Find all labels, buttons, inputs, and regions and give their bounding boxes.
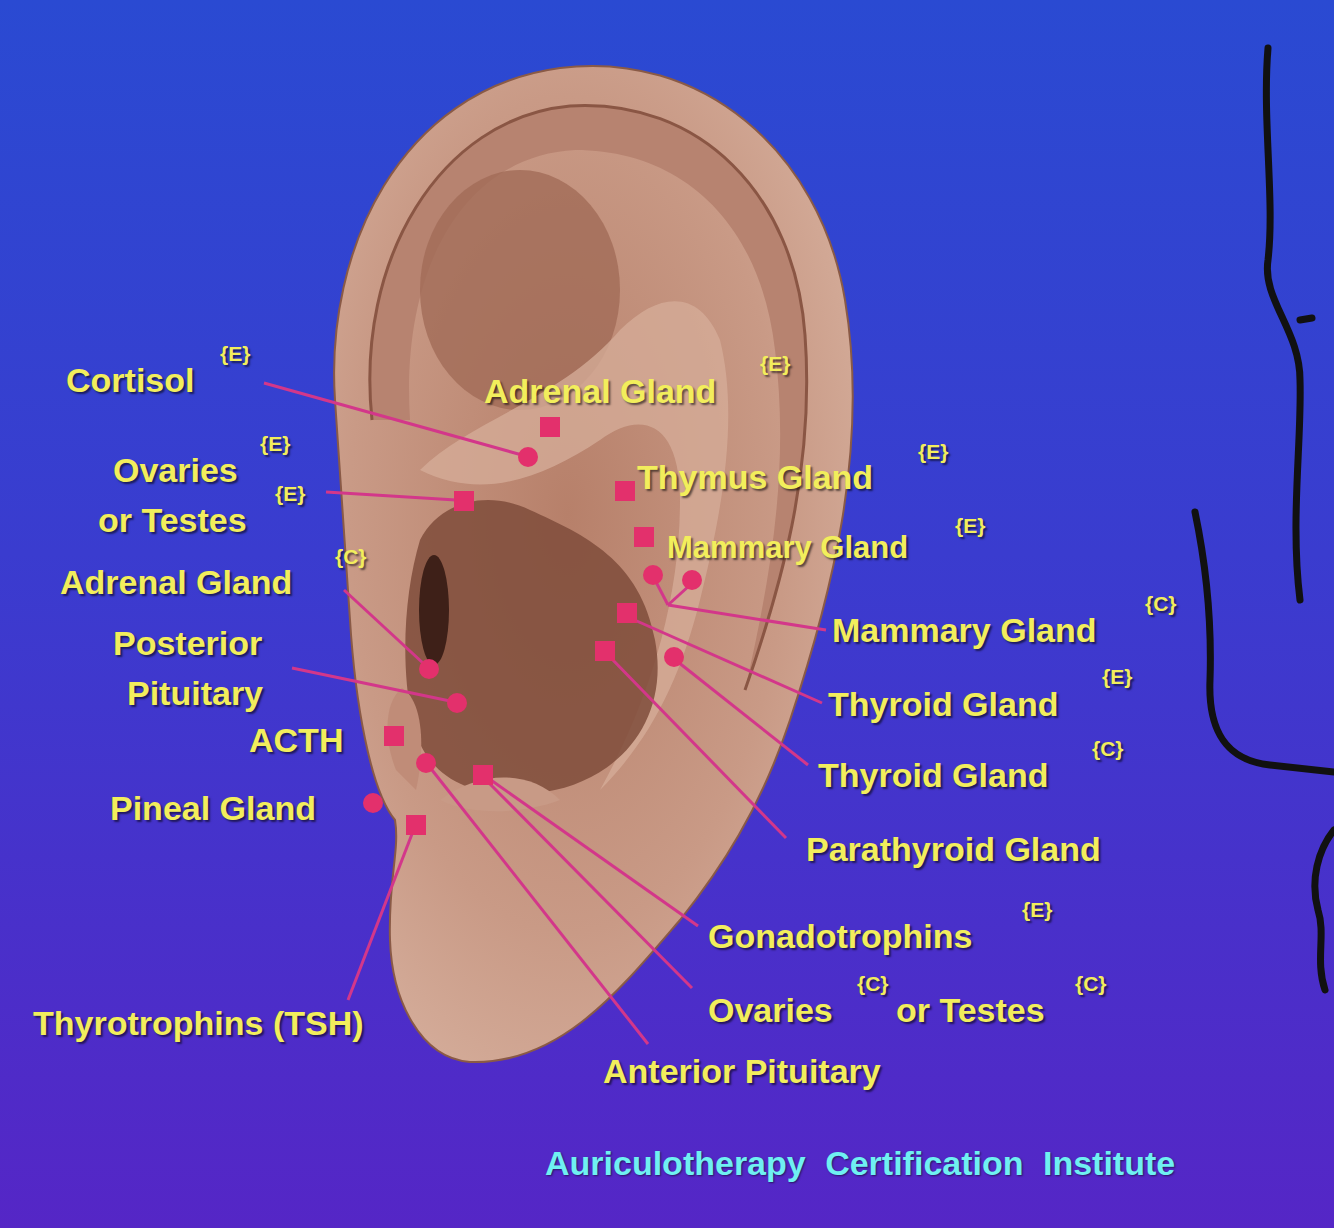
source-tag: {E} [220, 342, 250, 365]
gland-label: or Testes [896, 992, 1045, 1029]
source-tag: {E} [275, 482, 305, 505]
source-tag: {C} [1075, 972, 1107, 995]
source-tag: {E} [760, 352, 790, 375]
gland-label: Adrenal Gland [484, 373, 716, 410]
source-tag: {C} [1092, 737, 1124, 760]
gland-label: Thyroid Gland [828, 686, 1058, 723]
gland-label: Anterior Pituitary [603, 1053, 881, 1090]
source-tag: {E} [918, 440, 948, 463]
source-tag: {E} [955, 514, 985, 537]
source-tag: {C} [1145, 592, 1177, 615]
gland-label: Mammary Gland [667, 531, 908, 565]
source-tag: {E} [1102, 665, 1132, 688]
gland-label: Parathyroid Gland [806, 831, 1101, 868]
gland-label: Thyroid Gland [818, 757, 1048, 794]
concha [405, 500, 657, 794]
gland-label: Pituitary [127, 675, 263, 712]
source-tag: {E} [1022, 898, 1052, 921]
gland-label: Ovaries [708, 992, 833, 1029]
gland-label: ACTH [249, 722, 343, 759]
source-tag: {C} [857, 972, 889, 995]
gland-label: Mammary Gland [832, 612, 1097, 649]
gland-label: Cortisol [66, 362, 194, 399]
institute-credit: Auriculotherapy Certification Institute [545, 1145, 1175, 1182]
gland-label: Posterior [113, 625, 262, 662]
source-tag: {C} [335, 545, 367, 568]
gland-label: Pineal Gland [110, 790, 316, 827]
gland-label: Adrenal Gland [60, 564, 292, 601]
gland-label: or Testes [98, 502, 247, 539]
source-tag: {E} [260, 432, 290, 455]
ear-canal [419, 555, 449, 665]
gland-label: Ovaries [113, 452, 238, 489]
gland-label: Thymus Gland [637, 459, 873, 496]
body-outline [1195, 48, 1334, 990]
gland-label: Thyrotrophins (TSH) [33, 1005, 364, 1042]
gland-label: Gonadotrophins [708, 918, 972, 955]
